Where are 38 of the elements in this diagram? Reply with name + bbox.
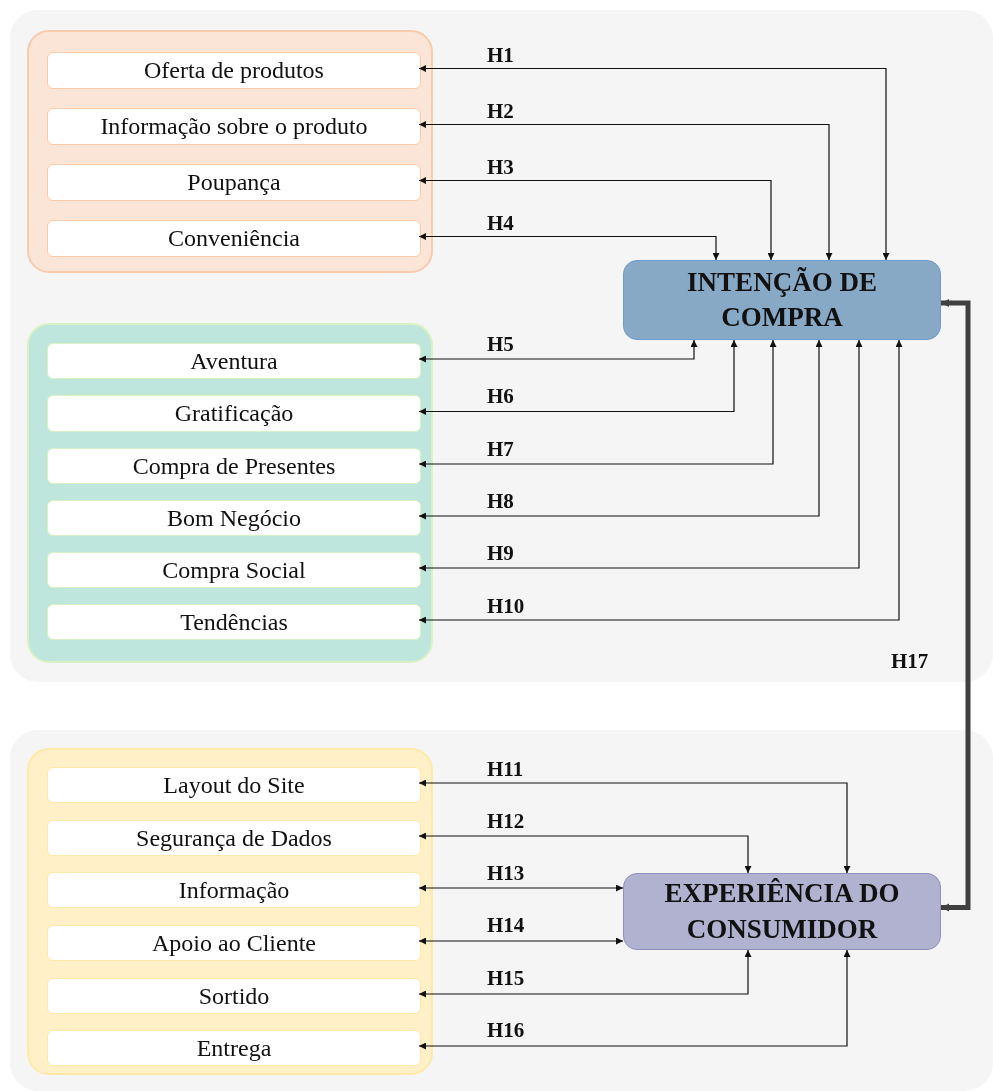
construct-box: INTENÇÃO DE COMPRA xyxy=(623,260,941,340)
connector-arrow xyxy=(418,339,738,415)
factor-box: Oferta de produtos xyxy=(47,52,421,89)
factor-box: Informação xyxy=(47,872,421,908)
factor-box: Gratificação xyxy=(47,395,421,432)
factor-box: Layout do Site xyxy=(47,767,421,803)
factor-box: Informação sobre o produto xyxy=(47,108,421,145)
connector-arrow xyxy=(418,339,823,520)
connector-arrow xyxy=(418,949,752,998)
connector-arrow xyxy=(418,937,624,945)
connector-arrow xyxy=(418,339,863,572)
factor-box: Conveniência xyxy=(47,220,421,257)
factor-box: Compra de Presentes xyxy=(47,448,421,484)
factor-box: Poupança xyxy=(47,164,421,201)
factor-box: Entrega xyxy=(47,1030,421,1066)
connector-arrow xyxy=(418,121,833,261)
connector-arrow xyxy=(418,339,777,468)
group-box-background xyxy=(27,323,433,663)
factor-box: Compra Social xyxy=(47,552,421,588)
group-box-background xyxy=(27,30,433,273)
construct-box: EXPERIÊNCIA DO CONSUMIDOR xyxy=(623,873,941,950)
connector-arrow xyxy=(418,65,890,261)
connector-arrow xyxy=(418,339,903,624)
factor-box: Sortido xyxy=(47,978,421,1014)
connector-arrow xyxy=(941,298,971,912)
group-box-background xyxy=(27,748,433,1075)
factor-box: Segurança de Dados xyxy=(47,820,421,856)
connector-arrow xyxy=(418,949,851,1050)
factor-box: Apoio ao Cliente xyxy=(47,925,421,961)
connector-arrow xyxy=(418,339,698,363)
connector-arrow xyxy=(418,177,775,261)
connector-arrow xyxy=(418,884,624,892)
connector-arrow xyxy=(418,832,752,874)
connector-arrow xyxy=(418,233,720,261)
factor-box: Tendências xyxy=(47,604,421,640)
factor-box: Bom Negócio xyxy=(47,500,421,536)
connector-arrow xyxy=(418,779,851,874)
factor-box: Aventura xyxy=(47,343,421,379)
